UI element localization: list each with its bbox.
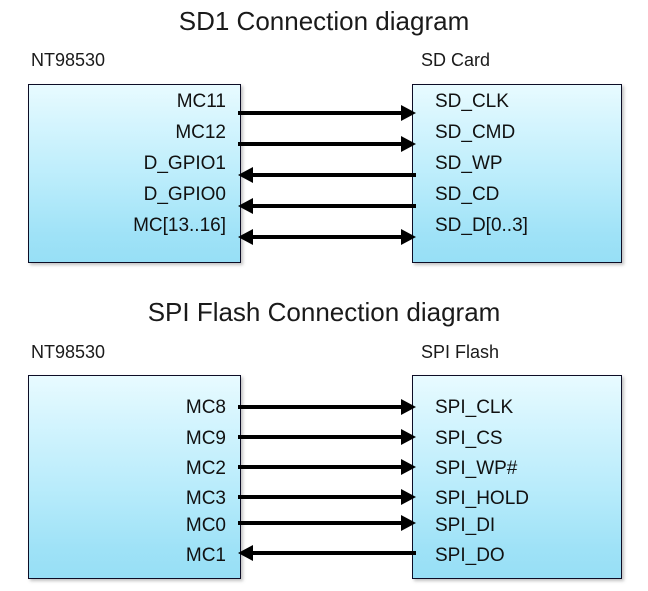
arrow-shaft bbox=[238, 465, 403, 469]
spi-soc-pin-0: MC8 bbox=[185, 397, 226, 418]
arrowhead-right-icon bbox=[401, 515, 416, 531]
spi-connection-arrow-0 bbox=[238, 398, 416, 416]
spi-connection-arrow-4 bbox=[238, 514, 416, 532]
arrow-shaft bbox=[238, 495, 403, 499]
sd1-left-box-caption: NT98530 bbox=[31, 50, 106, 70]
arrowhead-right-icon bbox=[401, 136, 416, 152]
spi-right-box-caption: SPI Flash bbox=[421, 342, 500, 362]
sd1-connection-arrow-1 bbox=[238, 135, 416, 153]
sd1-sdcard-pin-0: SD_CLK bbox=[435, 91, 509, 112]
arrow-shaft bbox=[251, 204, 416, 208]
arrow-shaft bbox=[251, 173, 416, 177]
sd1-connection-arrow-4 bbox=[238, 228, 416, 246]
spi-connection-arrow-1 bbox=[238, 428, 416, 446]
sd1-sdcard-pin-4: SD_D[0..3] bbox=[435, 215, 528, 236]
arrowhead-left-icon bbox=[238, 545, 253, 561]
sd1-soc-pin-2: D_GPIO1 bbox=[143, 153, 226, 174]
spi-flash-pin-4: SPI_DI bbox=[435, 515, 496, 536]
sd1-soc-pin-3: D_GPIO0 bbox=[143, 184, 226, 205]
arrowhead-right-icon bbox=[401, 229, 416, 245]
spi-flash-pin-3: SPI_HOLD bbox=[435, 488, 529, 509]
arrow-shaft bbox=[251, 235, 403, 239]
sd1-sdcard-pin-1: SD_CMD bbox=[435, 122, 516, 143]
spi-soc-pin-1: MC9 bbox=[185, 428, 226, 449]
spi-flash-diagram-title: SPI Flash Connection diagram bbox=[147, 297, 501, 327]
arrowhead-right-icon bbox=[401, 489, 416, 505]
sd1-connection-arrow-2 bbox=[238, 166, 416, 184]
spi-flash-box: SPI_CLK SPI_CS SPI_WP# SPI_HOLD SPI_DI S… bbox=[412, 375, 622, 579]
sd1-soc-box: MC11 MC12 D_GPIO1 D_GPIO0 MC[13..16] bbox=[28, 84, 241, 263]
spi-flash-pin-1: SPI_CS bbox=[435, 428, 503, 449]
spi-soc-pin-5: MC1 bbox=[185, 545, 226, 566]
arrowhead-right-icon bbox=[401, 459, 416, 475]
arrow-shaft bbox=[238, 142, 403, 146]
sd1-sdcard-pin-3: SD_CD bbox=[435, 184, 500, 205]
spi-soc-box: MC8 MC9 MC2 MC3 MC0 MC1 bbox=[28, 375, 241, 579]
sd1-soc-pin-4: MC[13..16] bbox=[133, 215, 226, 236]
sd1-connection-arrow-3 bbox=[238, 197, 416, 215]
spi-soc-pin-2: MC2 bbox=[185, 458, 226, 479]
spi-connection-arrow-5 bbox=[238, 544, 416, 562]
sd1-soc-pin-0: MC11 bbox=[176, 91, 226, 112]
spi-flash-pin-0: SPI_CLK bbox=[435, 397, 514, 418]
arrowhead-right-icon bbox=[401, 429, 416, 445]
arrow-shaft bbox=[238, 435, 403, 439]
arrowhead-left-icon bbox=[238, 198, 253, 214]
spi-connection-arrow-2 bbox=[238, 458, 416, 476]
arrowhead-left-icon bbox=[238, 229, 253, 245]
sd1-sdcard-pin-2: SD_WP bbox=[435, 153, 503, 174]
spi-connection-arrow-3 bbox=[238, 488, 416, 506]
sd1-sdcard-box: SD_CLK SD_CMD SD_WP SD_CD SD_D[0..3] bbox=[412, 84, 622, 263]
spi-soc-pin-3: MC3 bbox=[185, 488, 226, 509]
spi-left-box-caption: NT98530 bbox=[31, 342, 106, 362]
spi-flash-pin-2: SPI_WP# bbox=[435, 458, 518, 479]
arrow-shaft bbox=[238, 521, 403, 525]
sd1-soc-pin-1: MC12 bbox=[175, 122, 226, 143]
spi-soc-pin-4: MC0 bbox=[185, 515, 226, 536]
arrowhead-right-icon bbox=[401, 399, 416, 415]
arrowhead-left-icon bbox=[238, 167, 253, 183]
arrowhead-right-icon bbox=[401, 105, 416, 121]
arrow-shaft bbox=[238, 405, 403, 409]
arrow-shaft bbox=[238, 111, 403, 115]
sd1-diagram-title: SD1 Connection diagram bbox=[178, 6, 470, 36]
sd1-connection-arrow-0 bbox=[238, 104, 416, 122]
arrow-shaft bbox=[251, 551, 416, 555]
sd1-right-box-caption: SD Card bbox=[421, 50, 491, 70]
spi-flash-pin-5: SPI_DO bbox=[435, 545, 505, 566]
